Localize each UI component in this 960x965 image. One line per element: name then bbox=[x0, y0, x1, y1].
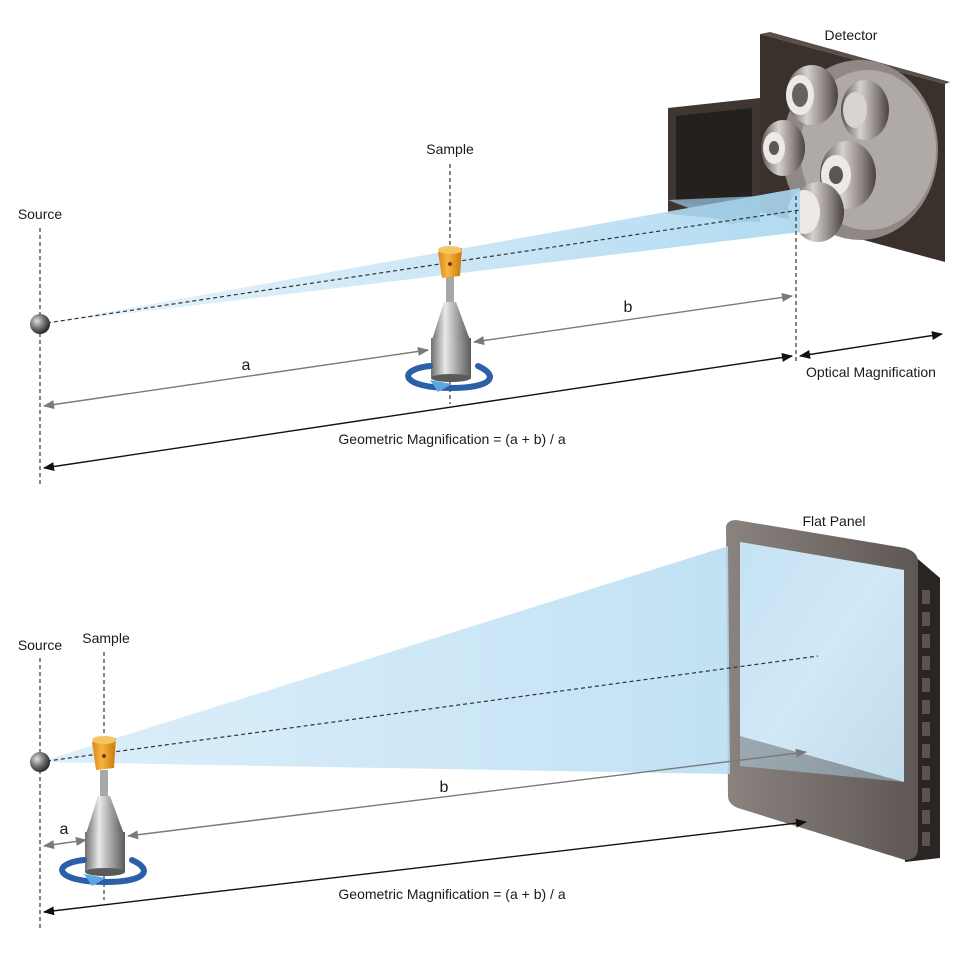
bottom-scene: Source Sample Flat Panel a b Geometric M… bbox=[18, 513, 940, 930]
beam-axis-bottom bbox=[39, 655, 819, 763]
geometric-magnification-label-top: Geometric Magnification = (a + b) / a bbox=[338, 431, 565, 447]
xray-beam-bottom bbox=[40, 546, 730, 774]
source-label-top: Source bbox=[18, 206, 63, 222]
sample-label-bottom: Sample bbox=[82, 630, 130, 646]
distance-b-arrow-top bbox=[472, 293, 794, 345]
distance-a-arrow-top bbox=[42, 347, 430, 409]
a-label-bottom: a bbox=[60, 821, 69, 838]
sample-label-top: Sample bbox=[426, 141, 474, 157]
optical-magnification-label: Optical Magnification bbox=[806, 364, 936, 380]
source-icon-bottom bbox=[30, 752, 50, 772]
geometric-arrow-top bbox=[42, 353, 794, 471]
xray-beam-top bbox=[40, 188, 800, 324]
geometric-magnification-label-bottom: Geometric Magnification = (a + b) / a bbox=[338, 886, 565, 902]
geometric-arrow-bottom bbox=[42, 818, 808, 916]
b-label-bottom: b bbox=[440, 779, 449, 796]
detector-icon bbox=[668, 32, 950, 262]
beam-axis-top bbox=[39, 209, 801, 325]
b-label-top: b bbox=[624, 299, 633, 316]
source-label-bottom: Source bbox=[18, 637, 63, 653]
distance-a-arrow-bottom bbox=[42, 836, 88, 850]
detector-label: Detector bbox=[825, 27, 878, 43]
optical-arrow bbox=[798, 331, 944, 359]
a-label-top: a bbox=[242, 357, 251, 374]
source-icon-top bbox=[30, 314, 50, 334]
flat-panel-label: Flat Panel bbox=[802, 513, 865, 529]
top-scene: Source Sample Detector a b Optical Magni… bbox=[18, 27, 950, 486]
